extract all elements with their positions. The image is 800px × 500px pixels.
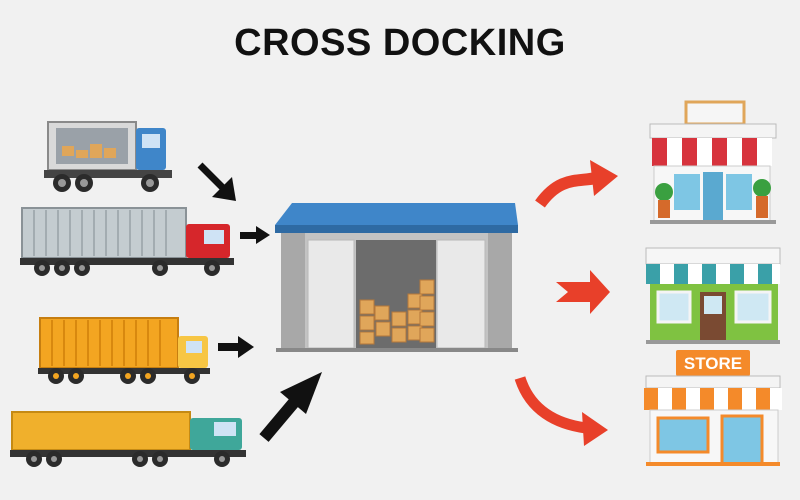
store-sign-text: STORE	[684, 354, 742, 373]
container-truck-orange-icon	[38, 317, 210, 384]
warehouse-icon	[275, 203, 518, 352]
outbound-arrows	[514, 160, 618, 446]
arrow-down-right-icon	[197, 162, 236, 201]
container-truck-red-icon	[20, 207, 234, 276]
arrow-right-icon	[556, 270, 610, 314]
arrow-right-icon	[240, 226, 270, 244]
storefront-teal-awning-icon	[645, 247, 781, 344]
inbound-arrows	[197, 162, 322, 442]
storefront-orange-awning-icon: STORE	[644, 350, 782, 466]
storefront-red-awning-icon	[649, 100, 777, 224]
arrow-curved-down-right-icon	[514, 376, 608, 446]
container-truck-teal-icon	[10, 411, 246, 467]
arrow-curved-up-right-icon	[535, 160, 618, 208]
arrow-up-right-icon	[259, 372, 322, 442]
arrow-right-icon	[218, 336, 254, 358]
box-truck-icon	[44, 121, 172, 192]
page-title: CROSS DOCKING	[234, 22, 566, 64]
